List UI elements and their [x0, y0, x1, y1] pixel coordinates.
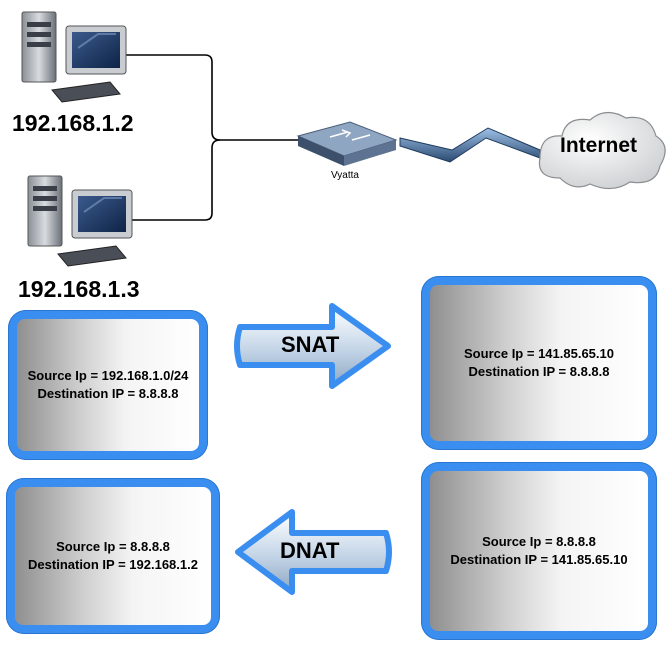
desktop-computer-icon: [27, 175, 133, 267]
destination-ip-text: Destination IP = 192.168.1.2: [28, 557, 198, 572]
dnat-label: DNAT: [280, 538, 340, 563]
snat-after-panel: Source Ip = 141.85.65.10 Destination IP …: [421, 276, 657, 450]
cloud-label: Internet: [560, 134, 638, 157]
snat-arrow: [234, 303, 391, 389]
source-ip-text: Source Ip = 192.168.1.0/24: [27, 368, 189, 383]
network-switch-icon: [296, 121, 398, 166]
snat-before-panel: Source Ip = 192.168.1.0/24 Destination I…: [8, 310, 208, 460]
link-host1-router: [120, 54, 300, 141]
snat-label: SNAT: [281, 332, 340, 357]
dnat-before-panel: Source Ip = 8.8.8.8 Destination IP = 141…: [421, 462, 657, 640]
destination-ip-text: Destination IP = 141.85.65.10: [450, 552, 628, 567]
source-ip-text: Source Ip = 141.85.65.10: [464, 346, 614, 361]
host-ip-label: 192.168.1.3: [18, 276, 140, 302]
cloud-icon: [538, 111, 666, 190]
desktop-computer-icon: [21, 11, 127, 103]
dnat-after-panel: Source Ip = 8.8.8.8 Destination IP = 192…: [6, 478, 220, 634]
source-ip-text: Source Ip = 8.8.8.8: [482, 534, 596, 549]
wan-link-bolt: [399, 127, 541, 163]
destination-ip-text: Destination IP = 8.8.8.8: [468, 364, 610, 379]
link-host2-router: [120, 139, 221, 221]
source-ip-text: Source Ip = 8.8.8.8: [56, 539, 170, 554]
router-label: Vyatta: [331, 170, 359, 181]
link-lines: [120, 54, 300, 221]
host-ip-label: 192.168.1.2: [12, 110, 134, 136]
destination-ip-text: Destination IP = 8.8.8.8: [37, 386, 179, 401]
dnat-arrow: [235, 509, 392, 595]
